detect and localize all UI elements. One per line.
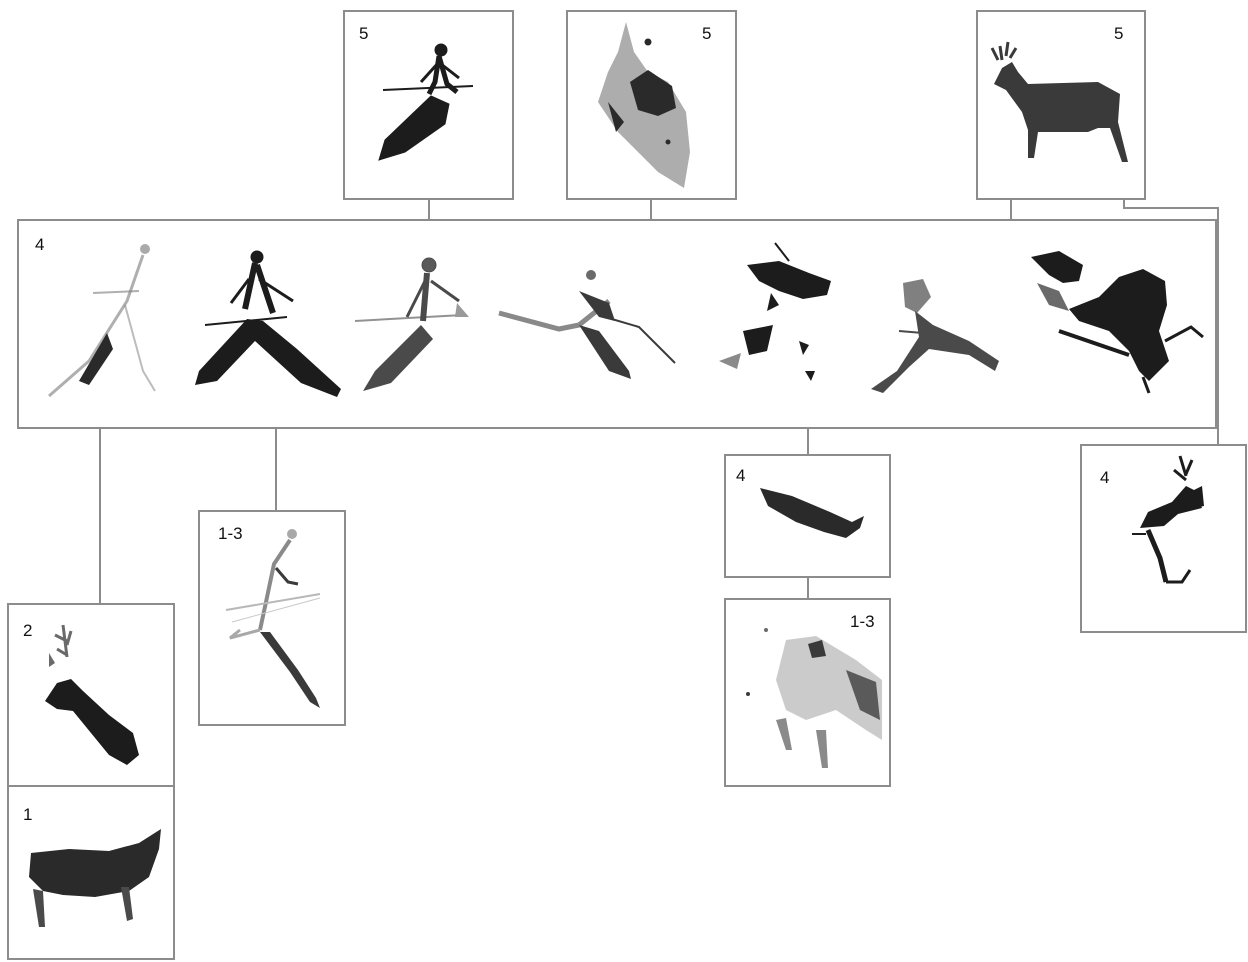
panel-right-figure: 4 (1080, 444, 1247, 633)
main-scene-figures (19, 221, 1219, 431)
panel-bovid: 1 (7, 785, 175, 960)
fish-figure (726, 456, 893, 580)
panel-main-scene: 4 (17, 219, 1217, 429)
bovid-figure (9, 787, 177, 962)
deer-figure (978, 12, 1148, 202)
panel-fish: 4 (724, 454, 891, 578)
panel-stick-figure: 1-3 (198, 510, 346, 726)
panel-animal-faint: 1-3 (724, 598, 891, 787)
right-figure (1082, 446, 1248, 635)
panel-top-deer: 5 (976, 10, 1146, 200)
panel-top-hunter: 5 (343, 10, 514, 200)
bird-figure (568, 12, 739, 202)
faint-animal-figure (726, 600, 893, 789)
deer-head-figure (9, 605, 177, 789)
panel-deer-head: 2 (7, 603, 175, 787)
stick-figure (200, 512, 348, 728)
hunter-figure (345, 12, 516, 202)
panel-top-bird: 5 (566, 10, 737, 200)
